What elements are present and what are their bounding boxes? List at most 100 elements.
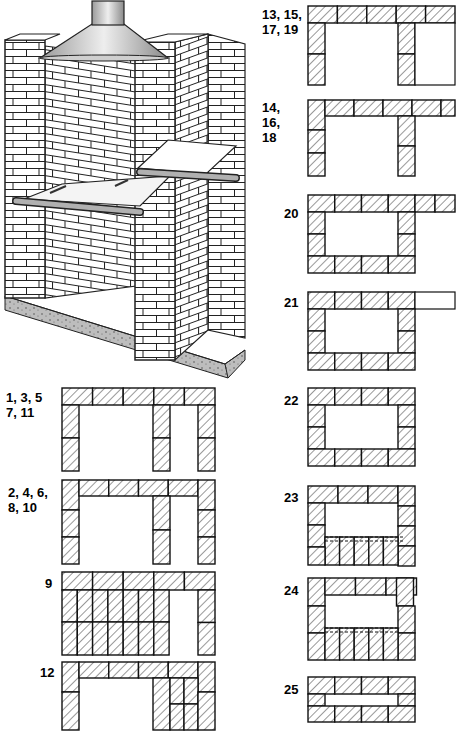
brick: [153, 530, 170, 564]
course-number: 12: [40, 665, 60, 680]
brick: [338, 486, 368, 503]
brick: [335, 449, 362, 466]
brick: [153, 678, 170, 730]
brick: [198, 405, 215, 438]
grate-line: [325, 541, 405, 542]
brick: [398, 694, 415, 706]
course-number: 21: [284, 295, 314, 310]
brick: [123, 572, 154, 590]
brick: [308, 503, 325, 525]
brick: [62, 537, 79, 564]
brick: [168, 480, 198, 496]
brick: [139, 480, 169, 496]
brick: [308, 212, 325, 234]
brick: [335, 706, 362, 722]
brick: [139, 662, 169, 678]
brick: [362, 256, 389, 273]
brick: [397, 578, 414, 606]
brick: [308, 234, 325, 256]
brick: [308, 153, 325, 176]
brick: [335, 195, 362, 212]
brick: [308, 353, 335, 370]
brick: [79, 662, 109, 678]
brick: [62, 388, 93, 405]
brick: [325, 100, 354, 116]
brick: [308, 54, 325, 85]
open-outline: [415, 292, 455, 309]
brick: [198, 537, 215, 564]
brick: [198, 623, 215, 656]
brick: [62, 662, 79, 692]
brick: [198, 510, 215, 537]
brick: [308, 388, 335, 405]
brick: [398, 486, 415, 506]
course-number: 14, 16, 18: [262, 100, 290, 145]
brick: [398, 427, 415, 449]
brick: [362, 677, 389, 694]
brick: [388, 256, 415, 273]
brick: [109, 480, 139, 496]
brick: [308, 6, 337, 23]
brick: [154, 572, 185, 590]
brick: [362, 353, 389, 370]
brick: [184, 704, 198, 730]
brick: [308, 256, 335, 273]
brick: [79, 480, 109, 496]
brick: [335, 256, 362, 273]
brick: [62, 510, 79, 537]
brick: [398, 405, 415, 427]
brick: [354, 628, 369, 660]
brick: [398, 23, 415, 54]
brick: [62, 590, 77, 622]
brick: [398, 309, 415, 331]
brick: [388, 195, 415, 212]
brick: [154, 388, 185, 405]
brick: [62, 692, 79, 730]
brick: [308, 331, 325, 353]
brick: [368, 486, 398, 503]
brick: [362, 449, 389, 466]
brick: [362, 292, 389, 309]
brick: [367, 6, 396, 23]
brick: [139, 622, 154, 655]
brick: [308, 23, 325, 54]
brick: [369, 628, 384, 660]
brick: [398, 146, 415, 176]
brick: [388, 449, 415, 466]
course-number: 2, 4, 6, 8, 10: [8, 485, 56, 515]
brick: [93, 388, 124, 405]
brick: [308, 405, 325, 427]
brick: [335, 677, 362, 694]
brick: [184, 678, 198, 704]
brick: [340, 628, 355, 660]
brick: [154, 590, 169, 622]
brick: [198, 438, 215, 471]
brick: [77, 590, 92, 622]
brick: [415, 195, 435, 212]
brick: [308, 100, 325, 130]
brick: [198, 590, 215, 623]
brick: [184, 572, 215, 590]
course-number: 20: [284, 206, 314, 221]
brick: [108, 590, 123, 622]
brick: [354, 100, 383, 116]
brick: [398, 606, 415, 633]
brick: [398, 54, 415, 85]
brick: [396, 6, 425, 23]
brick: [62, 622, 77, 655]
brick: [398, 526, 415, 546]
brick: [77, 622, 92, 655]
course-number: 22: [284, 393, 314, 408]
brick: [335, 353, 362, 370]
brick: [168, 662, 198, 678]
brick: [308, 606, 325, 633]
brick: [388, 353, 415, 370]
brick: [154, 622, 169, 655]
brick: [356, 578, 387, 595]
brick: [398, 331, 415, 353]
brick: [153, 405, 170, 438]
brick: [388, 677, 415, 694]
brick: [62, 405, 79, 438]
brick: [398, 212, 415, 234]
